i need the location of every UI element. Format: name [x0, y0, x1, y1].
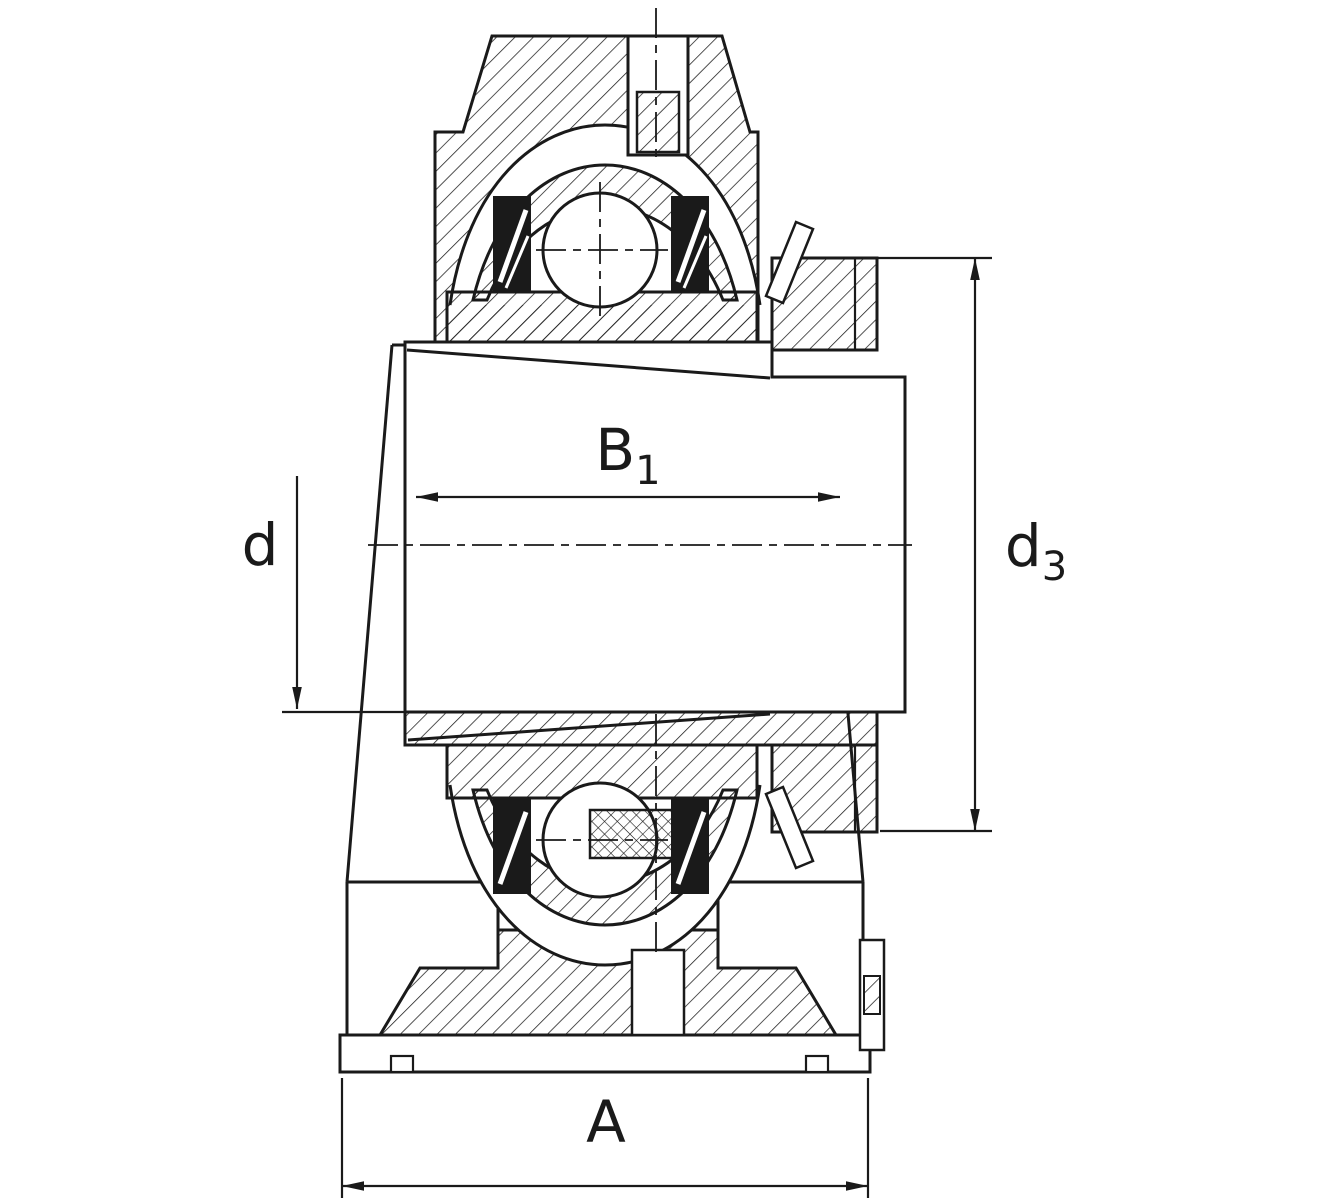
seal-stripe [504, 235, 530, 289]
seal-stripe [497, 209, 529, 283]
eccentric-collar-bottom [770, 743, 879, 834]
locking-collar-top [764, 220, 879, 352]
lube-channel-bottom [630, 948, 686, 1037]
bottom-bearing-assembly [403, 710, 879, 1037]
shaft [403, 340, 907, 714]
dimension-d3: d3 [858, 256, 1067, 833]
seal-stripe [682, 235, 708, 289]
dimension-d3-label: d3 [1005, 512, 1067, 590]
housing-left-slant [345, 344, 394, 883]
adapter-sleeve-bottom [403, 710, 879, 747]
lubrication-plug [635, 90, 681, 154]
base-notch-left [389, 1054, 415, 1074]
cap-seat-arc [448, 123, 762, 306]
adapter-taper-top [406, 348, 771, 380]
shaft-body [403, 340, 907, 714]
seal-stripe [675, 811, 707, 885]
base-plate [338, 1033, 872, 1074]
base-cross-section [377, 928, 839, 1037]
side-fitting [858, 938, 886, 1052]
dimension-a-label: A [586, 1088, 626, 1156]
locating-insert [588, 808, 676, 860]
base-notch-right [804, 1054, 830, 1074]
set-lever-top [764, 220, 815, 305]
dimension-b1: B1 [416, 416, 840, 502]
housing-base [338, 343, 872, 1074]
adapter-taper-bottom [407, 712, 771, 742]
dimension-b1-label: B1 [595, 416, 660, 494]
dimension-a: A [340, 1078, 870, 1198]
set-lever-bottom [764, 785, 815, 870]
housing-seat-arc [448, 784, 762, 967]
dimension-d-label: d [242, 511, 279, 579]
side-fitting-detail [863, 975, 881, 1015]
seal-stripe [675, 209, 707, 283]
top-bearing-assembly [433, 34, 762, 350]
centerlines [368, 8, 912, 952]
seal-stripe [497, 811, 529, 885]
dimension-d: d [242, 476, 404, 714]
